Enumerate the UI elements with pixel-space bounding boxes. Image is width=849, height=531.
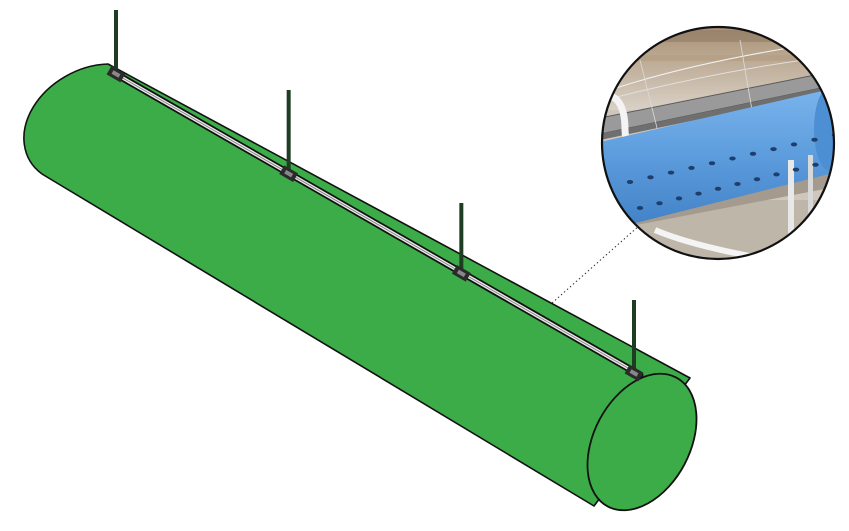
callout-leader-line bbox=[551, 224, 641, 304]
detail-inset bbox=[600, 25, 836, 261]
perforation-hole bbox=[729, 156, 736, 161]
perforation-hole bbox=[675, 196, 683, 201]
hanger-rods bbox=[106, 10, 644, 382]
perforation-hole bbox=[626, 180, 634, 184]
perforation-hole bbox=[770, 147, 777, 152]
hanger-rod bbox=[279, 90, 299, 182]
inset-blue-duct bbox=[602, 88, 834, 232]
perforation-hole bbox=[656, 201, 663, 206]
hanger-rod bbox=[451, 203, 471, 282]
perforation-hole bbox=[688, 165, 695, 170]
suspension-rail bbox=[110, 69, 644, 379]
perforation-hole bbox=[812, 162, 819, 167]
perforation-hole bbox=[714, 186, 722, 191]
perforation-hole bbox=[749, 151, 757, 156]
perforation-hole bbox=[636, 206, 644, 210]
duct-body bbox=[23, 63, 691, 507]
perforation-hole bbox=[811, 137, 818, 142]
perforation-hole bbox=[667, 170, 675, 175]
perforation-hole bbox=[708, 161, 716, 166]
perforation-hole bbox=[695, 191, 702, 196]
perforation-hole bbox=[647, 175, 654, 180]
perforation-hole bbox=[773, 172, 780, 177]
hanger-rod bbox=[624, 300, 644, 382]
perforation-hole bbox=[790, 142, 798, 147]
perforation-hole bbox=[792, 167, 800, 172]
duct-end-cap bbox=[586, 372, 698, 512]
hanger-rod bbox=[106, 10, 126, 83]
perforation-hole bbox=[753, 177, 761, 182]
perforation-hole bbox=[734, 182, 741, 186]
fabric-duct bbox=[23, 63, 698, 512]
